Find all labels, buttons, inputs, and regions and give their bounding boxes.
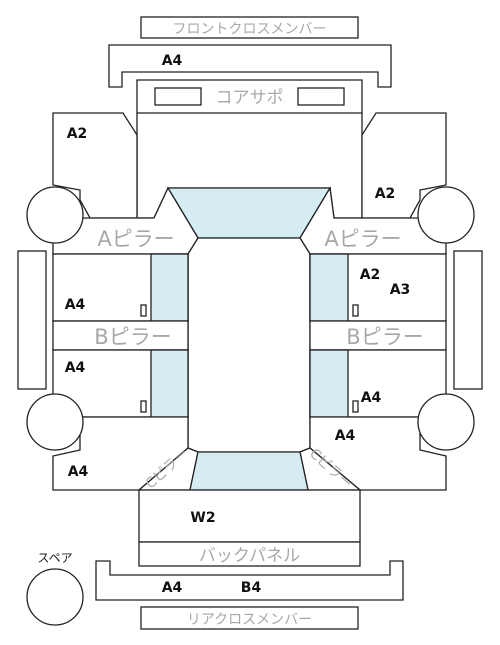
right-rear-door-glass[interactable] — [309, 349, 349, 418]
left-b-pillar[interactable] — [52, 320, 189, 351]
trunk-code: W2 — [190, 510, 215, 526]
right-side-skirt[interactable] — [453, 250, 483, 390]
rear-bumper-code-2: B4 — [241, 580, 262, 596]
rear-window[interactable] — [189, 451, 309, 491]
right-front-door-handle[interactable] — [352, 304, 359, 317]
right-rear-quarter-code: A4 — [335, 428, 356, 444]
back-panel-box[interactable] — [138, 541, 361, 567]
right-front-door-code-1: A2 — [360, 267, 381, 283]
wheel-rear-right[interactable] — [417, 393, 475, 451]
back-panel-label: バックパネル — [199, 546, 300, 566]
wheel-rear-left[interactable] — [26, 393, 84, 451]
left-front-door-code: A4 — [65, 297, 86, 313]
right-b-pillar-label: Bピラー — [346, 325, 423, 349]
left-rear-quarter-code: A4 — [68, 464, 89, 480]
spare-label: スペア — [37, 551, 72, 565]
right-front-fender[interactable] — [361, 112, 447, 219]
right-b-pillar[interactable] — [309, 320, 447, 351]
right-front-door-glass[interactable] — [309, 253, 349, 322]
right-a-pillar-label: Aピラー — [324, 227, 401, 251]
left-front-door-handle[interactable] — [140, 304, 147, 317]
roof[interactable] — [187, 237, 311, 453]
left-side-skirt[interactable] — [17, 250, 47, 390]
right-rear-door-code: A4 — [361, 390, 382, 406]
headlight-left[interactable] — [154, 87, 202, 106]
headlight-right[interactable] — [297, 87, 345, 106]
front-cross-member-box[interactable] — [140, 16, 359, 39]
rear-cross-member-box[interactable] — [140, 606, 359, 630]
core-support-label: コアサポ — [216, 88, 284, 108]
left-front-door-glass[interactable] — [150, 253, 189, 322]
left-rear-door-code: A4 — [65, 360, 86, 376]
left-rear-door-glass[interactable] — [150, 349, 189, 418]
left-rear-door-handle[interactable] — [140, 400, 147, 413]
left-a-pillar-label: Aピラー — [97, 227, 174, 251]
front-bumper[interactable] — [108, 44, 392, 88]
trunk-lid[interactable] — [138, 489, 361, 543]
left-b-pillar-label: Bピラー — [94, 325, 171, 349]
wheel-front-left[interactable] — [26, 186, 84, 244]
right-front-door-code-2: A3 — [390, 282, 411, 298]
left-front-fender-code: A2 — [67, 126, 88, 142]
spare-tire[interactable] — [26, 568, 84, 626]
right-rear-door-handle[interactable] — [352, 400, 359, 413]
wheel-front-right[interactable] — [417, 186, 475, 244]
rear-bumper-code-1: A4 — [162, 580, 183, 596]
rear-bumper[interactable] — [95, 560, 404, 601]
rear-cross-member-label: リアクロスメンバー — [187, 612, 312, 628]
front-bumper-code: A4 — [162, 53, 183, 69]
right-front-fender-code: A2 — [375, 186, 396, 202]
front-cross-member-label: フロントクロスメンバー — [173, 22, 327, 38]
